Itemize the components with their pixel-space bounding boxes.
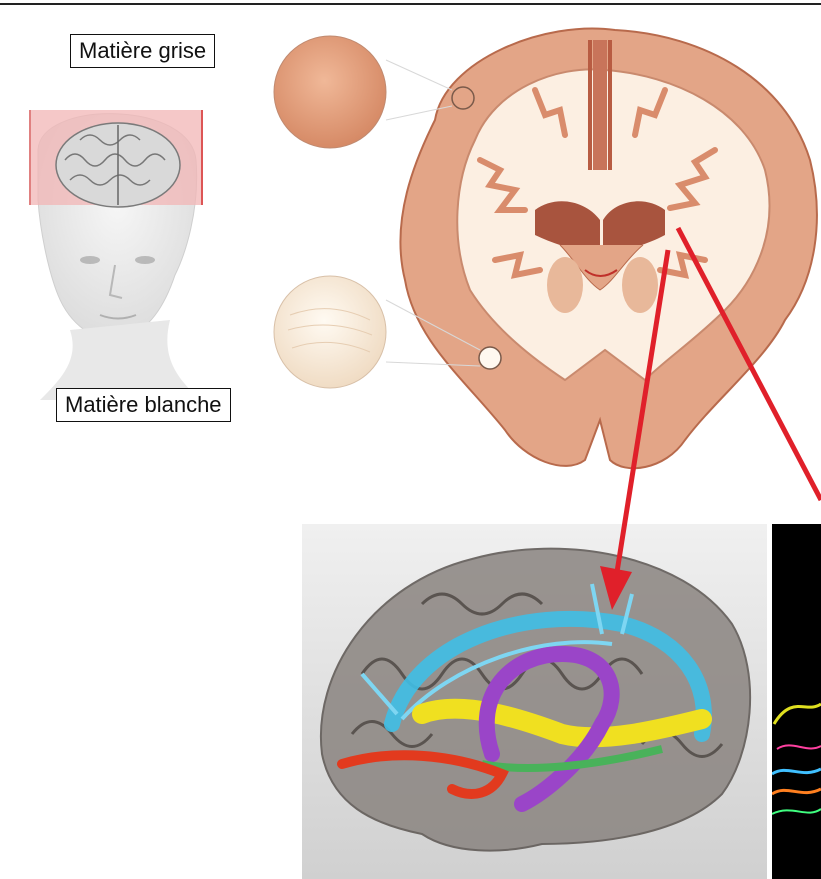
arrow-head bbox=[600, 566, 632, 610]
arrow-to-tractography bbox=[617, 250, 668, 572]
arrow-to-dark-panel bbox=[678, 228, 821, 500]
